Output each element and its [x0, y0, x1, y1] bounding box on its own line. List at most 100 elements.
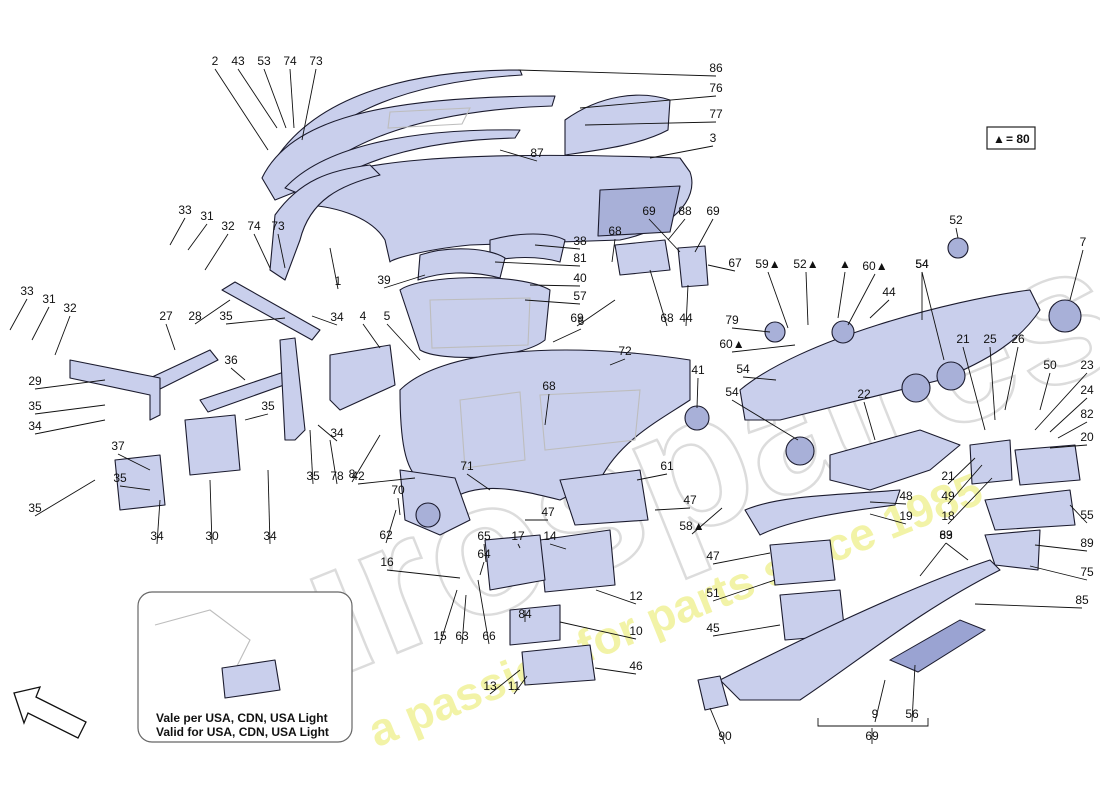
callout-label: 21 [941, 469, 955, 483]
part-instrument-housing [399, 277, 551, 358]
leader-line [945, 542, 969, 561]
leader-line [654, 507, 691, 511]
part-duct-11 [521, 644, 596, 686]
leader-line [767, 271, 789, 329]
callout-label: 53 [257, 54, 271, 68]
part-duct-65 [484, 534, 546, 591]
leader-line [947, 464, 983, 505]
callout-label: 72 [618, 344, 632, 358]
part-bracket-46 [769, 539, 836, 586]
leader-line [731, 344, 796, 353]
callout-label: 89 [1080, 536, 1094, 550]
callout-label: 45 [706, 621, 720, 635]
part-ring-58 [831, 320, 855, 344]
callout-label: 35 [113, 471, 127, 485]
leader-line [648, 218, 681, 253]
leader-line [289, 68, 295, 129]
callout-label: 54 [915, 257, 929, 271]
leader-line [165, 323, 176, 351]
callout-label: 35 [28, 399, 42, 413]
callout-label: 30 [205, 529, 219, 543]
part-right-dash-panel [739, 289, 1041, 421]
callout-label: 35 [306, 469, 320, 483]
part-vent-54a [1048, 299, 1082, 333]
leader-line [584, 121, 717, 126]
callout-label: 86 [709, 61, 723, 75]
callout-label: 59▲ [755, 257, 780, 271]
callout-label: 79 [725, 313, 739, 327]
leader-line [317, 424, 338, 442]
callout-label: 48 [899, 489, 913, 503]
callout-label: 25 [983, 332, 997, 346]
callout-label: 34 [330, 310, 344, 324]
legend-text: = 80 [1006, 132, 1030, 146]
callout-label: 73 [309, 54, 323, 68]
leader-line [214, 68, 269, 151]
leader-line [1039, 372, 1051, 411]
svg-text:Valid for USA, CDN, USA Light: Valid for USA, CDN, USA Light [156, 725, 329, 739]
callout-label: 22 [857, 387, 871, 401]
leader-line [595, 589, 637, 605]
callout-label: 47 [541, 505, 555, 519]
leader-line [869, 299, 890, 319]
callout-label: 40 [573, 271, 587, 285]
legend-symbol: ▲ [993, 132, 1005, 146]
part-upper-frame [269, 164, 381, 281]
callout-label: 23 [1080, 358, 1094, 372]
leader-line [9, 298, 28, 331]
leader-line [955, 227, 959, 239]
callout-label: 34 [263, 529, 277, 543]
leader-line [649, 269, 668, 327]
leader-line [237, 68, 278, 129]
inset-panel: Vale per USA, CDN, USA Light Valid for U… [137, 591, 353, 743]
inset-regions-en: USA, CDN, USA Light [207, 725, 329, 739]
part-bezel-55 [984, 529, 1041, 571]
callout-label: 62 [379, 528, 393, 542]
callout-label: 14 [543, 529, 557, 543]
part-upright [279, 337, 306, 441]
part-bracket-4 [329, 344, 396, 411]
part-ring-44b [684, 405, 710, 431]
leader-line [742, 376, 777, 381]
callout-label: 50 [1043, 358, 1057, 372]
leader-line [707, 264, 736, 272]
callout-label: 16 [380, 555, 394, 569]
leader-line [847, 273, 876, 326]
callout-label: 81 [573, 251, 587, 265]
leader-line [54, 315, 71, 356]
leader-line [579, 95, 717, 109]
callout-label: 27 [159, 309, 173, 323]
callout-label: 67 [728, 256, 742, 270]
leader-line [1049, 397, 1088, 433]
leader-line [466, 473, 491, 491]
part-center-console [829, 429, 961, 491]
leader-line [534, 244, 581, 250]
leader-line [874, 679, 886, 723]
callout-label: 70 [391, 483, 405, 497]
callout-label: 35 [261, 399, 275, 413]
leader-line [731, 399, 799, 441]
leader-line [489, 669, 521, 695]
part-trim-56 [697, 675, 729, 711]
leader-line [386, 323, 421, 361]
part-mesh-85 [888, 619, 987, 673]
callout-label: 43 [231, 54, 245, 68]
callout-label: 71 [460, 459, 474, 473]
callout-label: 28 [188, 309, 202, 323]
callout-label: 68 [542, 379, 556, 393]
leader-line [494, 261, 581, 267]
leader-line [863, 401, 876, 441]
callout-label: 47 [683, 493, 697, 507]
callout-label: 58▲ [679, 519, 704, 533]
callout-label: 37 [111, 439, 125, 453]
leader-line [544, 393, 550, 426]
callout-label: 54 [736, 362, 750, 376]
part-bracket-19 [969, 439, 1013, 485]
leader-line [636, 473, 668, 481]
leader-line [383, 274, 426, 289]
leader-line [244, 413, 269, 421]
part-switch-panel-82 [1014, 444, 1081, 486]
leader-line [911, 664, 916, 723]
part-bracket-68 [614, 239, 671, 276]
